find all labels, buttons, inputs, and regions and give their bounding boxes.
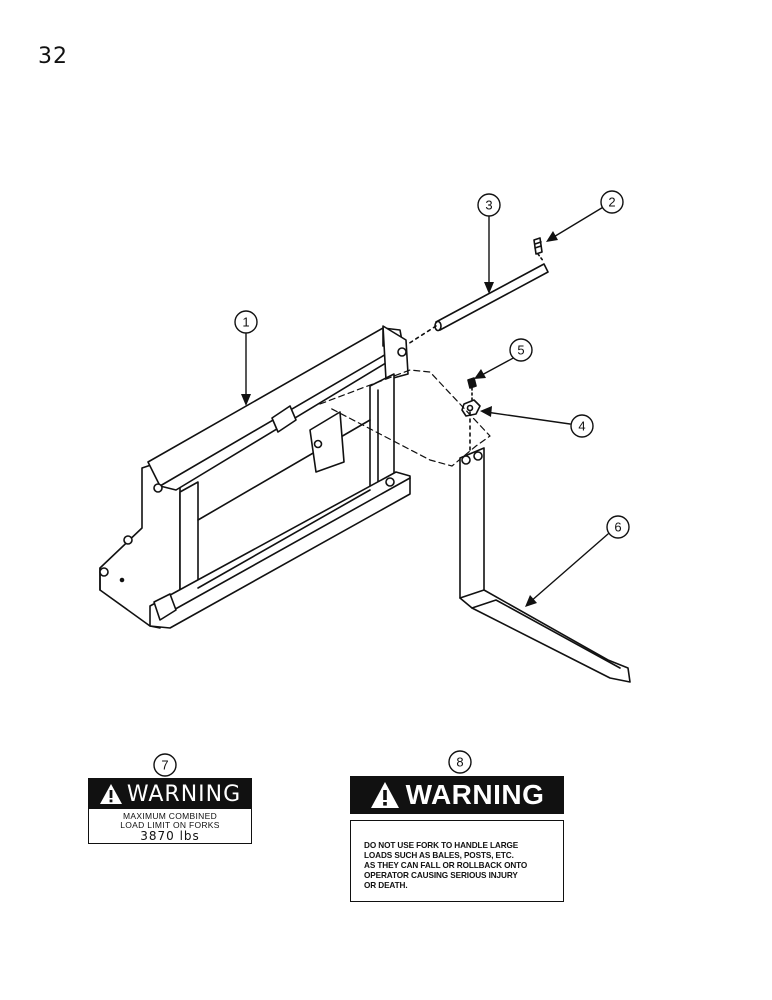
leader-lines xyxy=(245,205,609,603)
decal-text-line: AS THEY CAN FALL OR ROLLBACK ONTO xyxy=(364,861,528,870)
decal-text-line: MAXIMUM COMBINED xyxy=(122,811,218,821)
callout-1: 1 xyxy=(242,315,249,330)
pin-rod-part xyxy=(407,263,549,345)
warning-banner-large: WARNING xyxy=(350,776,564,814)
fork-part xyxy=(459,447,631,683)
decal-text-line: DO NOT USE FORK TO HANDLE LARGE xyxy=(364,841,519,850)
callout-5: 5 xyxy=(517,343,524,358)
callout-2: 2 xyxy=(608,195,615,210)
decal-text-line: LOADS SUCH AS BALES, POSTS, ETC. xyxy=(364,851,514,860)
decal-text-line: OR DEATH. xyxy=(364,881,408,890)
warning-triangle-icon xyxy=(99,784,122,804)
frame-part xyxy=(99,325,411,629)
callout-6: 6 xyxy=(614,520,621,535)
callout-7: 7 xyxy=(161,758,168,773)
pin-clip-part xyxy=(533,237,545,263)
warning-decal-fork-usage: DO NOT USE FORK TO HANDLE LARGE LOADS SU… xyxy=(350,820,564,902)
callout-8: 8 xyxy=(456,755,463,770)
callout-4: 4 xyxy=(578,419,585,434)
warning-heading: WARNING xyxy=(126,781,242,807)
callout-3: 3 xyxy=(485,198,492,213)
nut-part xyxy=(461,399,481,417)
callout-circles xyxy=(153,190,630,777)
warning-heading: WARNING xyxy=(405,779,545,810)
warning-banner: WARNING xyxy=(89,779,251,809)
warning-triangle-icon xyxy=(370,782,399,808)
decal-text-line: LOAD LIMIT ON FORKS xyxy=(120,820,220,830)
warning-decal-load-limit: WARNING MAXIMUM COMBINED LOAD LIMIT ON F… xyxy=(88,778,252,844)
load-limit-value: 3870 lbs xyxy=(140,829,200,843)
decal-text-line: OPERATOR CAUSING SERIOUS INJURY xyxy=(364,871,518,880)
small-bolt-part xyxy=(467,377,477,401)
page-number: 32 xyxy=(38,44,68,69)
